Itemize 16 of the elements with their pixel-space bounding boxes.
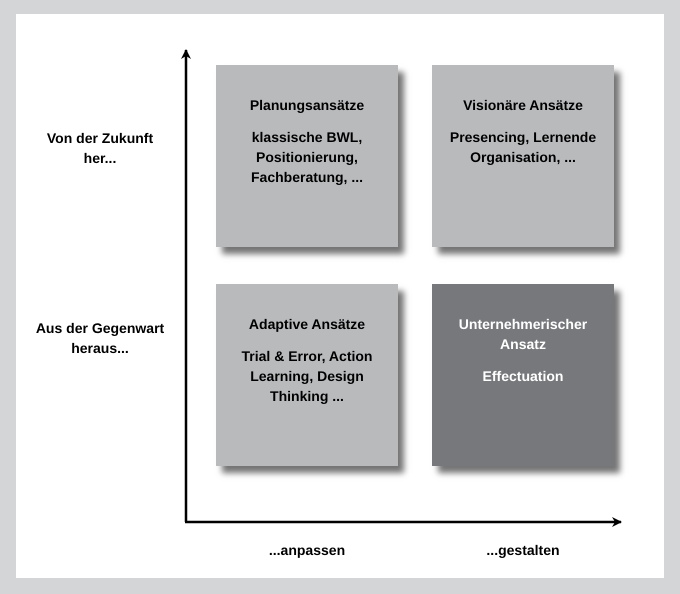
axis-label: ...anpassen	[268, 541, 346, 560]
quadrant-box	[216, 284, 398, 466]
box-heading: Visionäre Ansätze	[463, 96, 583, 115]
axis-label: ...gestalten	[485, 541, 561, 560]
axis-label: Von der Zukunft her...	[46, 129, 154, 168]
box-heading: Planungsansätze	[250, 96, 364, 115]
quadrant-box	[432, 284, 614, 466]
box-text: Presencing, Lernende Organisation, ...	[448, 128, 598, 167]
quadrant-box	[432, 65, 614, 247]
box-text: Effectuation	[482, 367, 564, 386]
box-heading: Unternehmerischer Ansatz	[458, 315, 588, 354]
axis-label: Aus der Gegenwart heraus...	[34, 319, 166, 358]
box-text: Trial & Error, Action Learning, Design Thinking ...	[240, 347, 374, 406]
box-heading: Adaptive Ansätze	[248, 315, 366, 334]
quadrant-box	[216, 65, 398, 247]
box-text: klassische BWL, Positionierung, Fachberatung, ...	[250, 128, 364, 187]
